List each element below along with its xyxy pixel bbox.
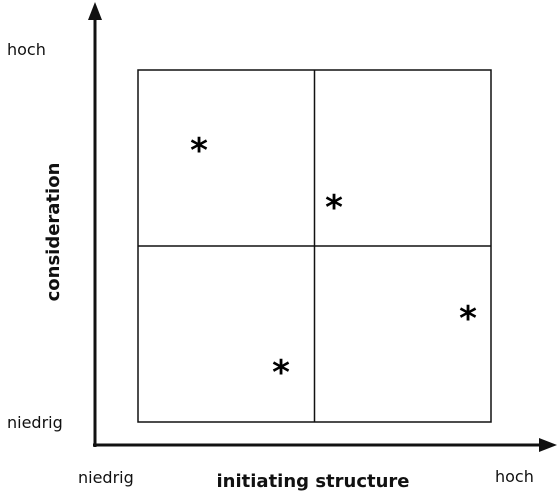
y-axis-low-label: niedrig bbox=[7, 413, 63, 432]
y-axis-title: consideration bbox=[43, 163, 64, 302]
x-axis-title: initiating structure bbox=[217, 471, 410, 492]
marker-top-left: * bbox=[190, 131, 208, 171]
marker-center-top: * bbox=[325, 188, 343, 228]
y-axis-arrowhead bbox=[88, 2, 102, 20]
x-axis-low-label: niedrig bbox=[78, 468, 134, 487]
marker-right-low: * bbox=[459, 299, 477, 339]
marker-bottom-center: * bbox=[272, 353, 290, 393]
x-axis-high-label: hoch bbox=[495, 467, 534, 486]
x-axis-arrowhead bbox=[539, 438, 557, 452]
y-axis-high-label: hoch bbox=[7, 40, 46, 59]
